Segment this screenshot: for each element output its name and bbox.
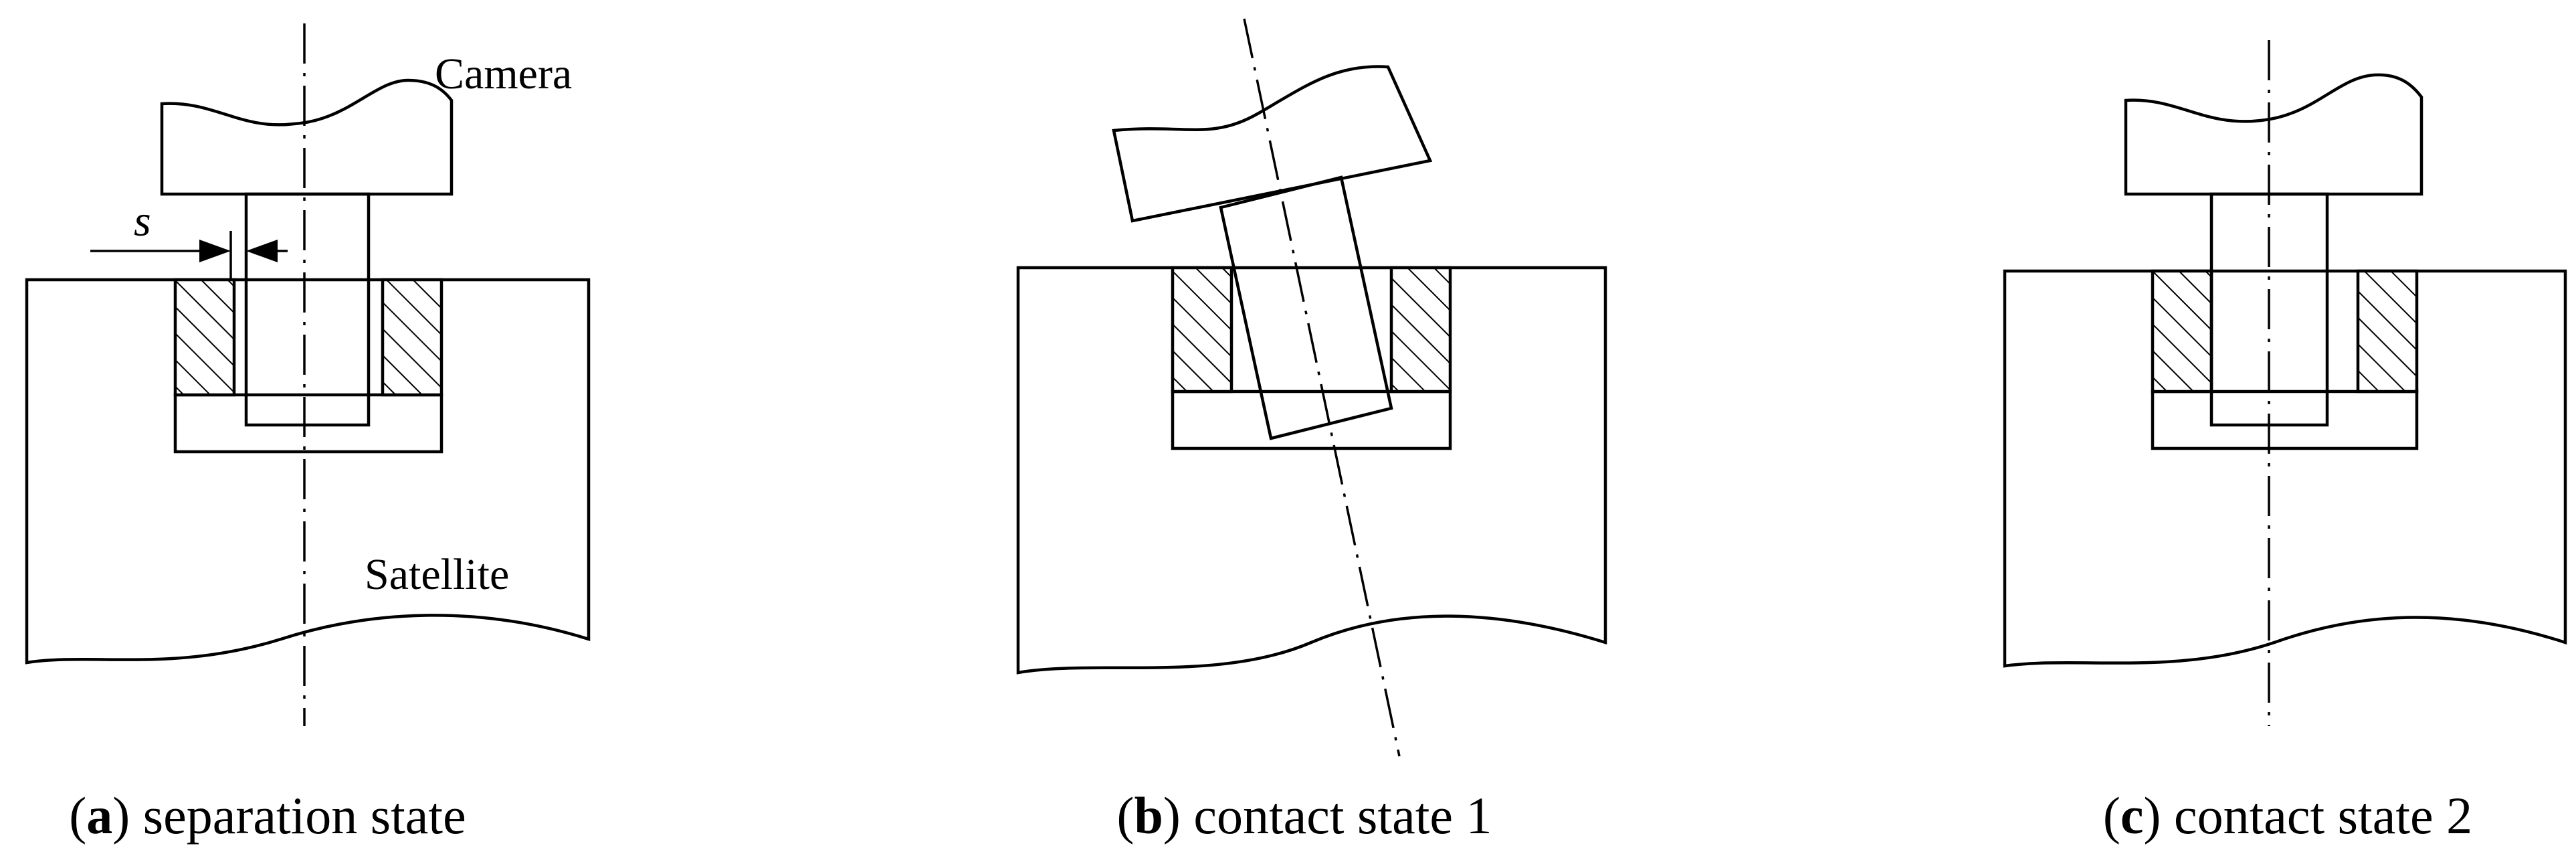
left-hatched-sleeve — [2151, 269, 2213, 394]
camera-shaft — [244, 192, 371, 427]
camera-label: Camera — [435, 50, 572, 98]
base-plate — [1171, 390, 1452, 450]
gap-symbol-label: s — [134, 197, 151, 246]
caption-a: (a) separation state — [69, 786, 466, 845]
base-plate — [173, 393, 443, 454]
base-plate — [2151, 390, 2419, 450]
panel-a-separation-state: s Camera Satellite — [25, 23, 591, 726]
gap-dimension — [90, 231, 288, 280]
caption-c: (c) contact state 2 — [2103, 786, 2472, 845]
right-hatched-sleeve — [381, 278, 443, 397]
center-axis — [1243, 18, 1401, 757]
camera-head — [2124, 73, 2423, 196]
left-hatched-sleeve — [1171, 266, 1233, 394]
satellite-label: Satellite — [365, 550, 509, 599]
caption-b: (b) contact state 1 — [1117, 786, 1492, 845]
right-hatched-sleeve — [2356, 269, 2419, 394]
panel-b-contact-state-1 — [1016, 18, 1607, 757]
camera-head — [160, 78, 454, 196]
panel-c-contact-state-2 — [2003, 40, 2567, 726]
satellite-body — [25, 278, 591, 665]
satellite-body — [1016, 266, 1607, 675]
satellite-body — [2003, 269, 2567, 668]
left-hatched-sleeve — [173, 278, 236, 397]
camera-shaft — [1219, 175, 1393, 440]
right-hatched-sleeve — [1389, 266, 1452, 394]
camera-head — [1112, 65, 1433, 223]
